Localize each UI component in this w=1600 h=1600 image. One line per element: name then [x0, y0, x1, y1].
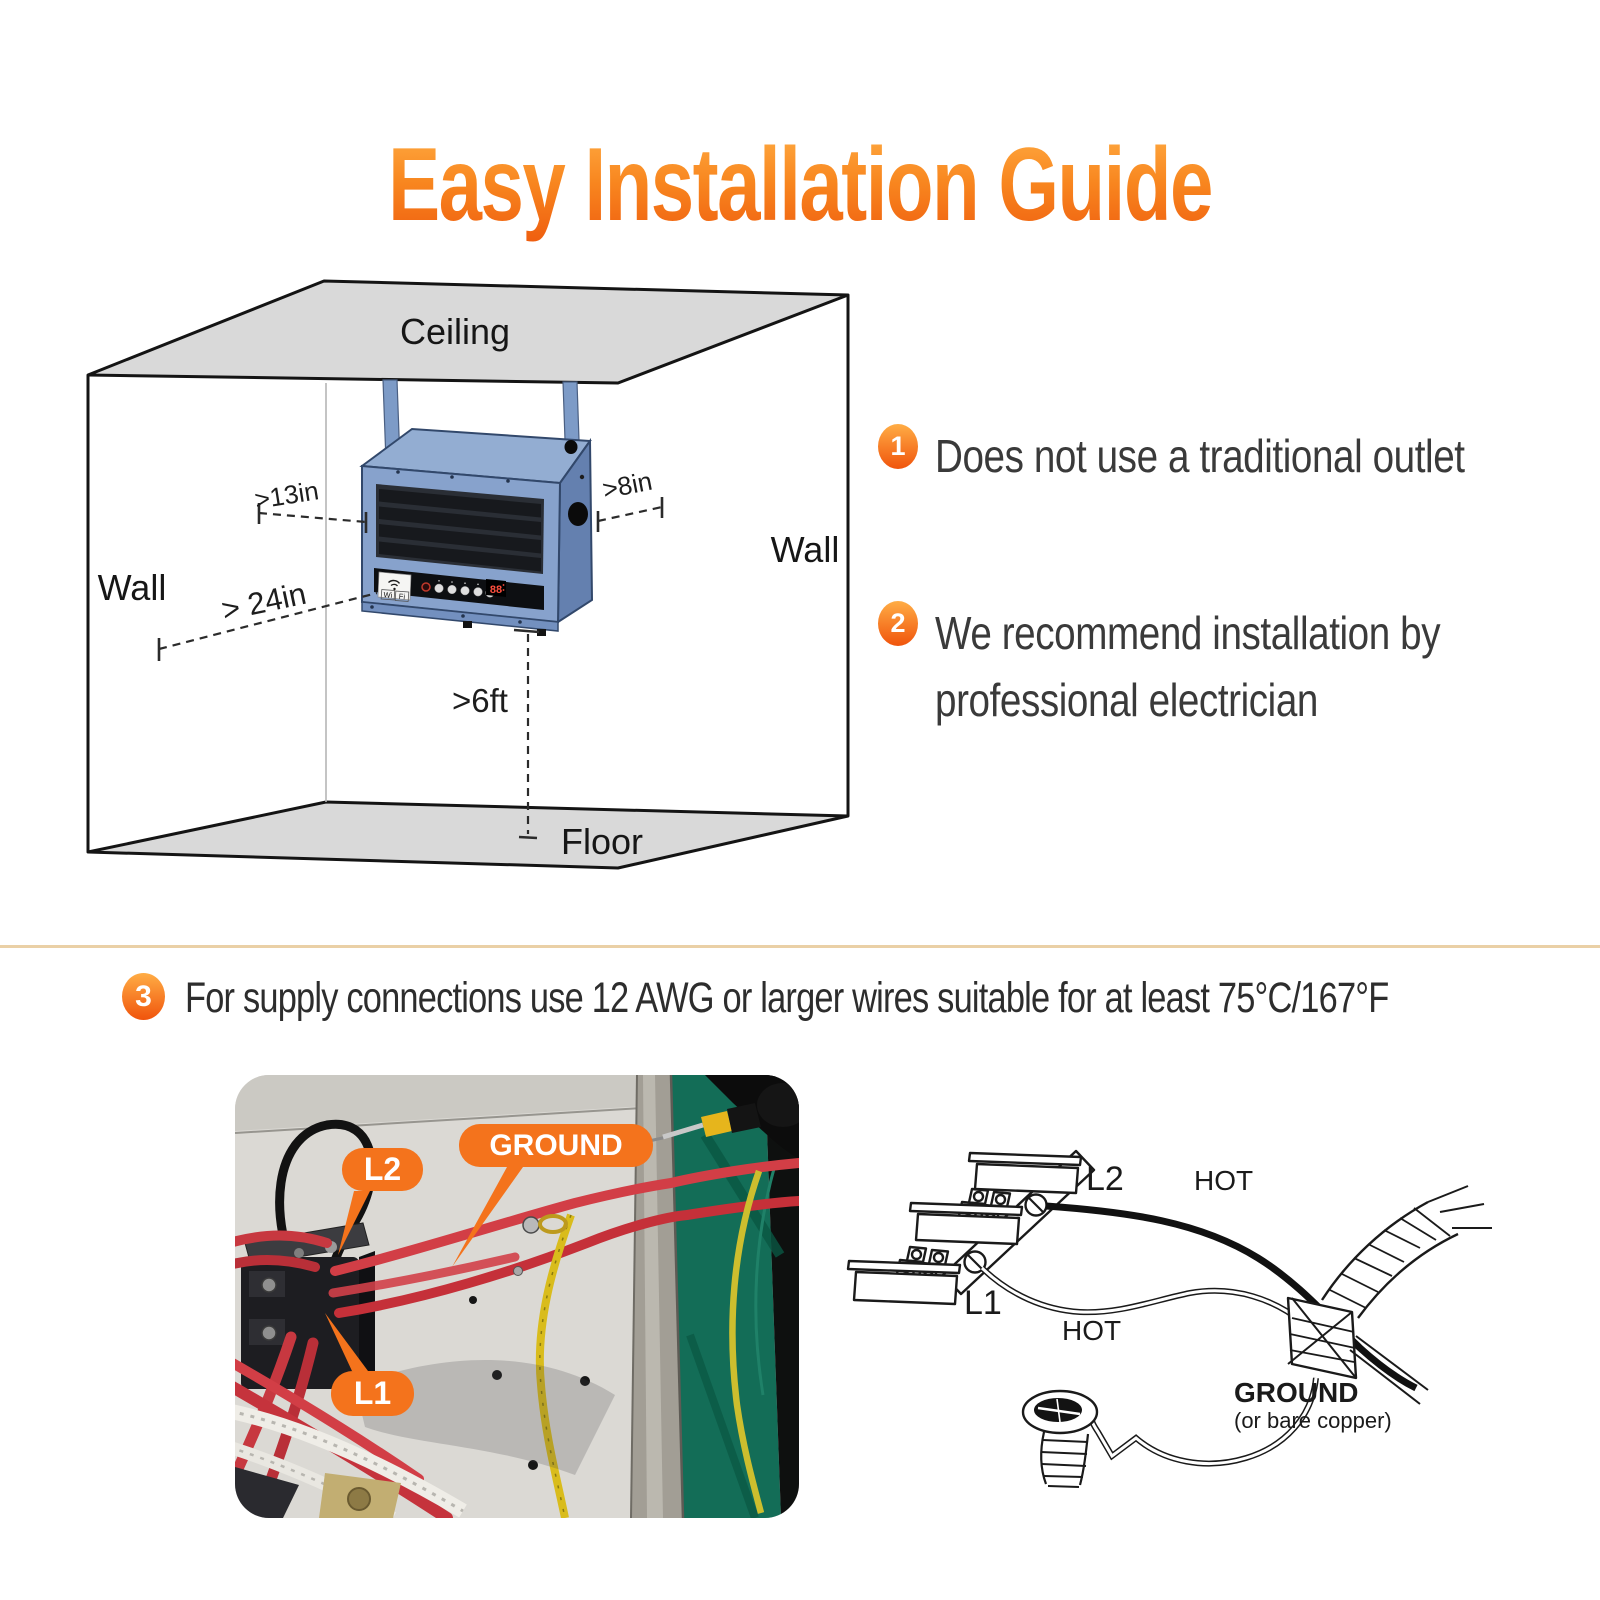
floor-surface [86, 800, 850, 870]
room-diagram: Ceiling Wall Wall Floor [86, 279, 850, 870]
diagram-l1-label: L1 [964, 1284, 1002, 1322]
diagram-hot-bottom-label: HOT [1062, 1315, 1121, 1346]
diagram-ground-sub-label: (or bare copper) [1234, 1408, 1392, 1433]
ground-screw-symbol [1021, 1389, 1099, 1488]
dim-6ft-label: >6ft [452, 682, 508, 719]
dim-8in-label: >8in [600, 466, 655, 505]
led-display [486, 579, 506, 597]
step-1-text: Does not use a traditional outlet [935, 430, 1465, 482]
dim-line-8in [597, 505, 663, 523]
wifi-badge-wi: Wi [383, 590, 393, 600]
step-3-text: For supply connections use 12 AWG or lar… [185, 974, 1389, 1022]
terminal-bar-middle [908, 1201, 1024, 1246]
dim-line-13in [258, 511, 367, 524]
panel-button [447, 584, 457, 595]
louver-slat [379, 489, 541, 518]
ground-callout [459, 1124, 653, 1167]
floor-label: Floor [561, 821, 643, 862]
ceiling-label: Ceiling [400, 311, 510, 352]
l1-callout-label: L1 [354, 1375, 391, 1411]
supply-cable [1320, 1185, 1492, 1319]
wiring-line-diagram: L2 HOT L1 HOT GROUND (or bare copper) [846, 1149, 1492, 1488]
thermostat-knob [568, 502, 588, 526]
dim-13in-label: >13in [252, 475, 320, 515]
power-button [421, 582, 431, 592]
panel-button [434, 583, 444, 593]
l2-callout [342, 1148, 423, 1191]
wall-left-label: Wall [98, 567, 167, 608]
ground-callout-label: GROUND [489, 1129, 622, 1162]
ring-terminal [538, 1214, 568, 1234]
mounting-strap-right [562, 381, 580, 441]
louver-slat [379, 541, 541, 572]
hot-wire-l2 [1045, 1202, 1418, 1392]
diagram-hot-top-label: HOT [1194, 1165, 1253, 1196]
cable-clamp [1286, 1296, 1429, 1405]
wall-right-label: Wall [771, 529, 840, 570]
control-panel [374, 568, 544, 610]
ground-screw [522, 1216, 540, 1234]
l1-callout [331, 1371, 414, 1416]
step-2-line-2: professional electrician [935, 674, 1318, 726]
step-2-line-1: We recommend installation by [935, 607, 1441, 659]
wiring-photo-illustration: L2 GROUND L1 [235, 1075, 799, 1518]
wifi-icon [388, 579, 401, 584]
workbench-surface [671, 1075, 781, 1518]
dim-line-24in [158, 591, 378, 651]
hot-wire-l1 [979, 1265, 1304, 1325]
wifi-badge: Wi Fi [377, 571, 412, 602]
page-title: Easy Installation Guide [200, 127, 1400, 242]
terminal-bar-l1 [846, 1259, 962, 1306]
louver-slat [379, 506, 541, 536]
diagram-ground-label: GROUND [1234, 1377, 1358, 1408]
step-2-text: We recommend installation by professiona… [935, 600, 1441, 734]
heater-unit: Wi Fi 88 [359, 427, 594, 636]
step-3-badge: 3 [122, 973, 165, 1020]
panel-button [473, 587, 483, 597]
terminal-screw-l1 [261, 1325, 277, 1341]
led-display-value: 88 [490, 584, 502, 596]
dim-24in-label: > 24in [218, 576, 309, 628]
screwdriver-collar [701, 1111, 732, 1137]
panel-button [460, 586, 470, 596]
wiring-photo: L2 GROUND L1 [235, 1075, 799, 1518]
l2-callout-label: L2 [364, 1151, 401, 1187]
step-1-badge: 1 [878, 424, 918, 469]
terminal-screw-l2 [261, 1277, 277, 1293]
yellow-ground-wire [535, 1213, 575, 1518]
side-knob [564, 440, 578, 454]
diagram-l2-label: L2 [1086, 1160, 1124, 1198]
louver-slat [379, 524, 541, 554]
terminal-bar-l2 [967, 1151, 1083, 1195]
step-2-badge: 2 [878, 601, 918, 646]
heater-bottom-flange [361, 601, 559, 632]
section-divider [0, 945, 1600, 948]
wifi-badge-fi: Fi [399, 592, 406, 601]
screwdriver-bit [662, 1122, 704, 1140]
